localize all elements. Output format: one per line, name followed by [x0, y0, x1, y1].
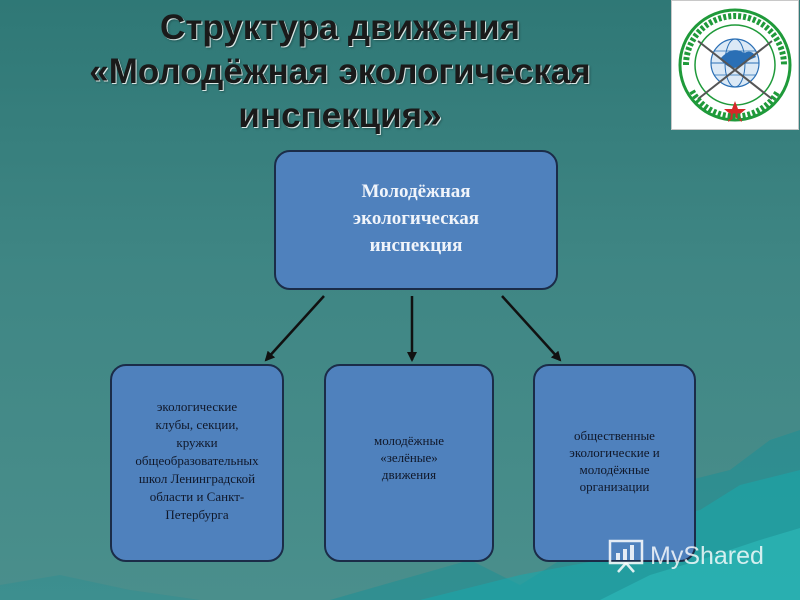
root-node: Молодёжная экологическая инспекция	[274, 150, 558, 290]
clubs-line-7: Петербурга	[165, 507, 229, 522]
green-line-3: движения	[381, 467, 437, 482]
watermark: MyShared	[608, 536, 764, 576]
title-line-2: «Молодёжная экологическая	[89, 52, 591, 91]
child-node-organizations: общественные экологические и молодёжные …	[533, 364, 696, 562]
org-line-3: молодёжные	[579, 462, 650, 477]
child-node-clubs-label: экологические клубы, секции, кружки обще…	[122, 398, 272, 524]
root-line-1: Молодёжная	[361, 181, 471, 202]
clubs-line-2: клубы, секции,	[155, 417, 239, 432]
org-line-2: экологические и	[569, 445, 660, 460]
green-line-1: молодёжные	[374, 433, 444, 448]
org-line-4: организации	[579, 479, 650, 494]
clubs-line-1: экологические	[156, 399, 238, 414]
clubs-line-6: области и Санкт-	[149, 489, 245, 504]
root-node-label: Молодёжная экологическая инспекция	[296, 178, 536, 259]
child-node-green-movements-label: молодёжные «зелёные» движения	[344, 432, 474, 483]
watermark-text: MyShared	[650, 541, 764, 570]
title-line-3: инспекция»	[238, 96, 442, 135]
title-line-1: Структура движения	[159, 8, 521, 47]
child-node-organizations-label: общественные экологические и молодёжные …	[545, 427, 685, 495]
green-line-2: «зелёные»	[380, 450, 438, 465]
clubs-line-5: школ Ленинградской	[138, 471, 256, 486]
slide-title: Структура движения «Молодёжная экологиче…	[20, 6, 660, 138]
logo	[671, 0, 799, 130]
child-node-green-movements: молодёжные «зелёные» движения	[324, 364, 494, 562]
clubs-line-3: кружки	[176, 435, 218, 450]
clubs-line-4: общеобразовательных	[135, 453, 259, 468]
child-node-clubs: экологические клубы, секции, кружки обще…	[110, 364, 284, 562]
logo-emblem-icon	[678, 8, 792, 122]
org-line-1: общественные	[574, 428, 655, 443]
root-line-3: инспекция	[369, 235, 463, 256]
presentation-board-icon	[608, 539, 644, 573]
root-line-2: экологическая	[352, 208, 480, 229]
